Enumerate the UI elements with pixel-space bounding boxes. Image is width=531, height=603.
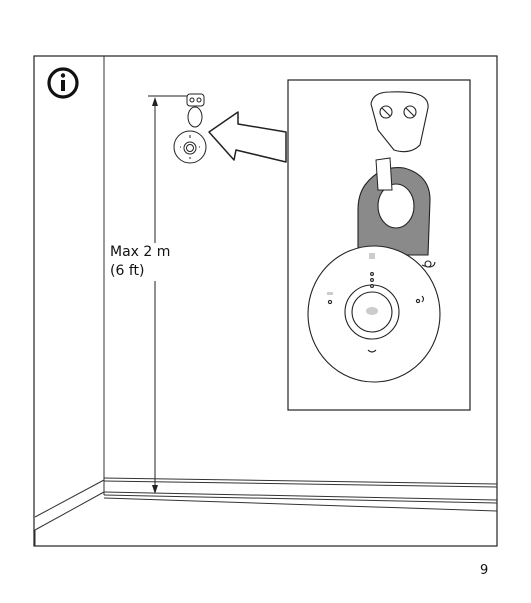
- detail-arrow: [208, 111, 287, 163]
- wall-mounted-detector: [173, 93, 207, 164]
- detail-mounting-loop: [357, 157, 431, 256]
- page-number: 9: [480, 563, 489, 578]
- height-dimension-line: [148, 95, 195, 494]
- detail-wall-plate: [370, 91, 429, 153]
- panel-frame: [33, 55, 498, 547]
- max-height-imperial: (6 ft): [110, 262, 171, 281]
- max-height-metric: Max 2 m: [110, 243, 171, 262]
- detail-detector-body: [307, 245, 441, 383]
- skirting-board: [34, 477, 498, 546]
- max-height-label: Max 2 m (6 ft): [110, 243, 171, 281]
- info-circle-icon: [47, 67, 79, 99]
